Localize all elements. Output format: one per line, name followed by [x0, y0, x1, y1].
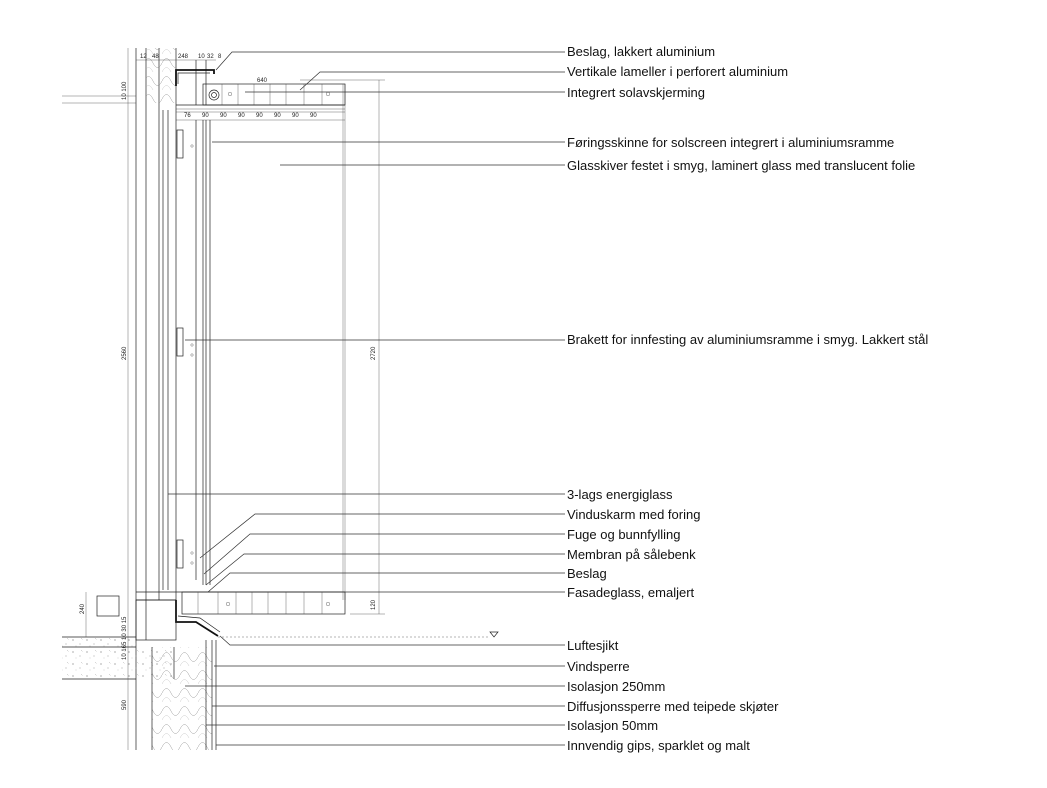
- dimension-labels: 12 48 248 10 32 8 640 76 90 90 90 90 90 …: [80, 54, 377, 710]
- dim-top-248: 248: [178, 54, 189, 60]
- dim-top-48: 48: [152, 54, 159, 60]
- dim-louvre-90a: 90: [202, 113, 209, 119]
- annotation-labels: Beslag, lakkert aluminium Vertikale lame…: [567, 44, 928, 753]
- dim-louvre-90g: 90: [310, 113, 317, 119]
- label-vinduskarm: Vinduskarm med foring: [567, 507, 700, 522]
- dimension-lines: [85, 48, 385, 750]
- label-gips: Innvendig gips, sparklet og malt: [567, 738, 750, 753]
- dim-louvre-90f: 90: [292, 113, 299, 119]
- dim-right-main: 2720: [371, 346, 377, 360]
- sill-assembly: [96, 591, 346, 641]
- head-louvre-boxes: [176, 83, 346, 121]
- dim-span-640: 640: [257, 78, 268, 84]
- dim-top-32: 32: [207, 54, 214, 60]
- dim-louvre-90e: 90: [274, 113, 281, 119]
- dim-foundation: 590: [122, 699, 128, 710]
- wall-upper: [62, 48, 207, 105]
- dim-sill-right: 120: [371, 599, 377, 610]
- label-isolasjon-50: Isolasjon 50mm: [567, 718, 658, 733]
- brackets: [176, 129, 194, 569]
- dim-top-8: 8: [218, 54, 222, 60]
- wall-lower: [151, 640, 217, 750]
- label-isolasjon-250: Isolasjon 250mm: [567, 679, 665, 694]
- label-foringsskinne: Føringsskinne for solscreen integrert i …: [567, 135, 894, 150]
- dim-top-12: 12: [140, 54, 147, 60]
- label-energiglass: 3-lags energiglass: [567, 487, 673, 502]
- dim-louvre-90c: 90: [238, 113, 245, 119]
- dim-left-main: 2560: [122, 346, 128, 360]
- label-fasadeglass: Fasadeglass, emaljert: [567, 585, 695, 600]
- label-membran: Membran på sålebenk: [567, 547, 696, 562]
- label-beslag: Beslag: [567, 566, 607, 581]
- label-vindsperre: Vindsperre: [567, 659, 630, 674]
- dim-louvre-90d: 90: [256, 113, 263, 119]
- dim-top-10: 10: [198, 54, 205, 60]
- leader-lines: [168, 51, 565, 746]
- dim-sill-stack: 10 165 10 30 15: [122, 616, 128, 660]
- dim-sill-left: 240: [80, 603, 86, 614]
- label-brakett: Brakett for innfesting av aluminiumsramm…: [567, 332, 928, 347]
- label-diffusjonssperre: Diffusjonssperre med teipede skjøter: [567, 699, 779, 714]
- dim-louvre-90b: 90: [220, 113, 227, 119]
- window-verticals: [135, 84, 346, 750]
- dim-left-top: 10 100: [122, 81, 128, 100]
- dim-louvre-76: 76: [184, 113, 191, 119]
- label-luftesjikt: Luftesjikt: [567, 638, 619, 653]
- label-solavskjerming: Integrert solavskjerming: [567, 85, 705, 100]
- label-fuge: Fuge og bunnfylling: [567, 527, 680, 542]
- label-glasskiver: Glasskiver festet i smyg, laminert glass…: [567, 158, 915, 173]
- top-flashing: [175, 69, 215, 86]
- label-vertikale-lameller: Vertikale lameller i perforert aluminium: [567, 64, 788, 79]
- label-beslag-lakkert: Beslag, lakkert aluminium: [567, 44, 715, 59]
